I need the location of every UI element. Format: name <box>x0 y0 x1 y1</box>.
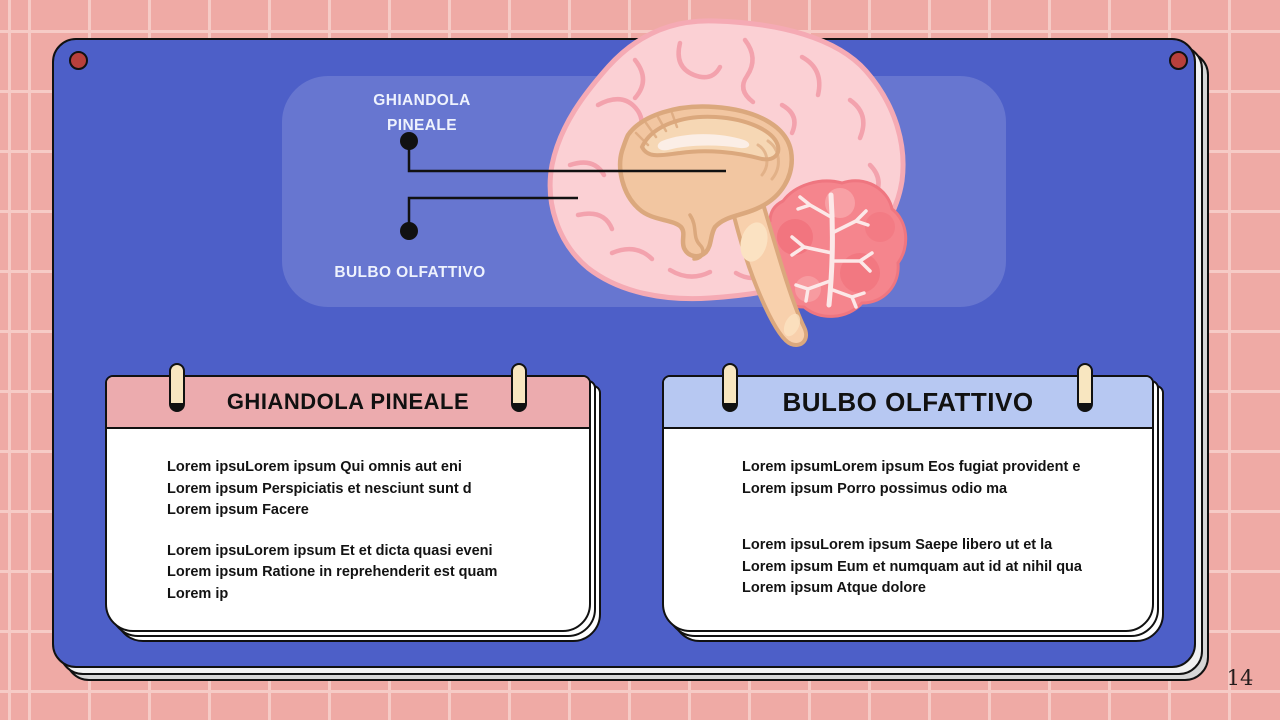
text-line: Lorem ipsum Atque dolore <box>742 580 926 596</box>
paragraph: Lorem ipsuLorem ipsum Saepe libero ut et… <box>742 535 1132 600</box>
pin-icon <box>1077 363 1093 412</box>
text-line: Lorem ipsuLorem ipsum Qui omnis aut eni <box>167 459 462 475</box>
text-line: Lorem ipsuLorem ipsum Et et dicta quasi … <box>167 542 493 559</box>
text-line: Lorem ipsuLorem ipsum Saepe libero ut et… <box>742 537 1053 553</box>
text-line: Lorem ipsum Perspiciatis et nesciunt sun… <box>167 480 472 497</box>
pin-icon <box>722 363 738 412</box>
screw-icon <box>1169 51 1188 70</box>
card-body: Lorem ipsumLorem ipsum Eos fugiat provid… <box>664 429 1152 600</box>
card-title: BULBO OLFATTIVO <box>782 386 1034 417</box>
thalamus-swirl <box>688 139 780 261</box>
card-header: BULBO OLFATTIVO <box>664 377 1152 429</box>
screw-icon <box>69 51 88 70</box>
label-line: GHIANDOLA <box>373 92 471 109</box>
pin-icon <box>169 363 185 412</box>
page-number: 14 <box>1226 666 1254 690</box>
brain-illustration <box>547 18 908 347</box>
label-bulbo-olfattivo: BULBO OLFATTIVO <box>334 264 486 281</box>
cerebellum <box>756 179 908 318</box>
text-line: Lorem ipsum Porro possimus odio ma <box>742 480 1008 497</box>
text-line: Lorem ipsum Eum et numquam aut id at nih… <box>742 558 1082 575</box>
paragraph: Lorem ipsuLorem ipsum Qui omnis aut eni … <box>167 457 569 522</box>
label-ghiandola-pineale: GHIANDOLA PINEALE <box>342 88 502 138</box>
text-line: Lorem ipsum Ratione in reprehenderit est… <box>167 564 498 580</box>
text-line: Lorem ip <box>167 585 229 602</box>
card-face: GHIANDOLA PINEALE Lorem ipsuLorem ipsum … <box>105 375 591 632</box>
label-line: PINEALE <box>387 117 457 134</box>
text-line: Lorem ipsumLorem ipsum Eos fugiat provid… <box>742 459 1081 475</box>
paragraph: Lorem ipsumLorem ipsum Eos fugiat provid… <box>742 457 1132 500</box>
text-line: Lorem ipsum Facere <box>167 502 309 518</box>
pin-icon <box>511 363 527 412</box>
card-body: Lorem ipsuLorem ipsum Qui omnis aut eni … <box>107 429 589 605</box>
card-title: GHIANDOLA PINEALE <box>226 389 470 414</box>
card-face: BULBO OLFATTIVO Lorem ipsumLorem ipsum E… <box>662 375 1154 632</box>
card-bulbo-olfattivo: BULBO OLFATTIVO Lorem ipsumLorem ipsum E… <box>662 363 1164 642</box>
paragraph: Lorem ipsuLorem ipsum Et et dicta quasi … <box>167 541 569 606</box>
card-ghiandola-pineale: GHIANDOLA PINEALE Lorem ipsuLorem ipsum … <box>105 363 601 642</box>
arbor-vitae <box>790 192 874 309</box>
card-header: GHIANDOLA PINEALE <box>107 377 589 429</box>
